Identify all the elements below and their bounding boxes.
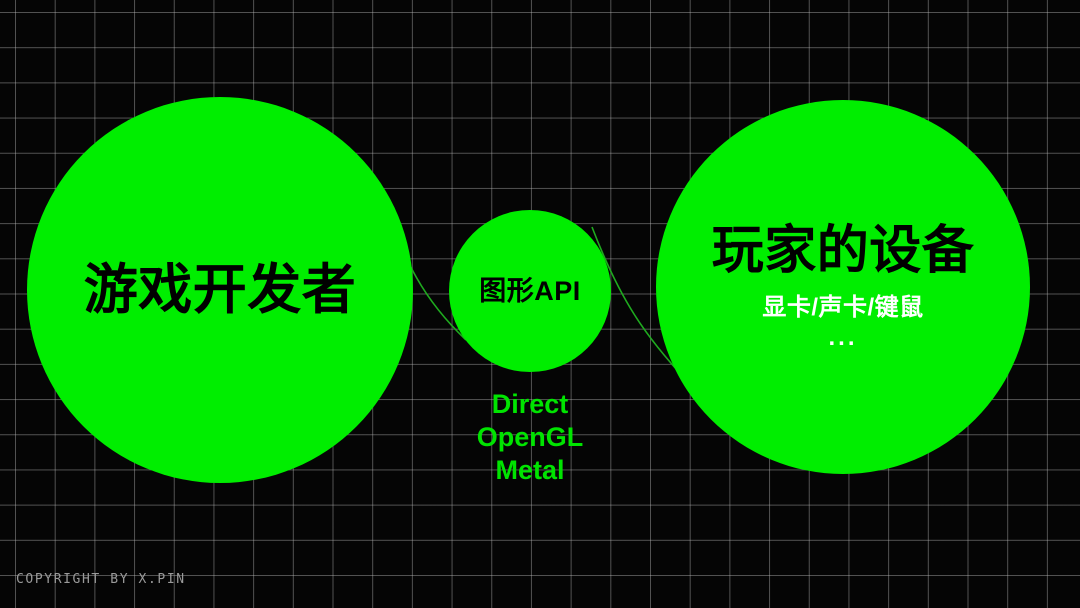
node-player-device-ellipsis: ... (828, 323, 858, 351)
node-player-device-subtitle: 显卡/声卡/键鼠 (762, 293, 924, 321)
node-graphics-api[interactable]: 图形API (449, 210, 611, 372)
node-game-developer[interactable]: 游戏开发者 (27, 97, 413, 483)
copyright-notice: COPYRIGHT BY X.PIN (16, 572, 186, 587)
node-player-device-title: 玩家的设备 (711, 222, 975, 281)
node-player-device[interactable]: 玩家的设备 显卡/声卡/键鼠 ... (656, 100, 1030, 474)
api-list: Direct OpenGL Metal (430, 388, 630, 488)
api-list-item-metal: Metal (495, 455, 565, 486)
api-list-item-opengl: OpenGL (476, 422, 584, 453)
node-graphics-api-title: 图形API (479, 275, 581, 306)
api-list-item-direct: Direct (491, 389, 569, 419)
node-game-developer-title: 游戏开发者 (83, 259, 357, 320)
